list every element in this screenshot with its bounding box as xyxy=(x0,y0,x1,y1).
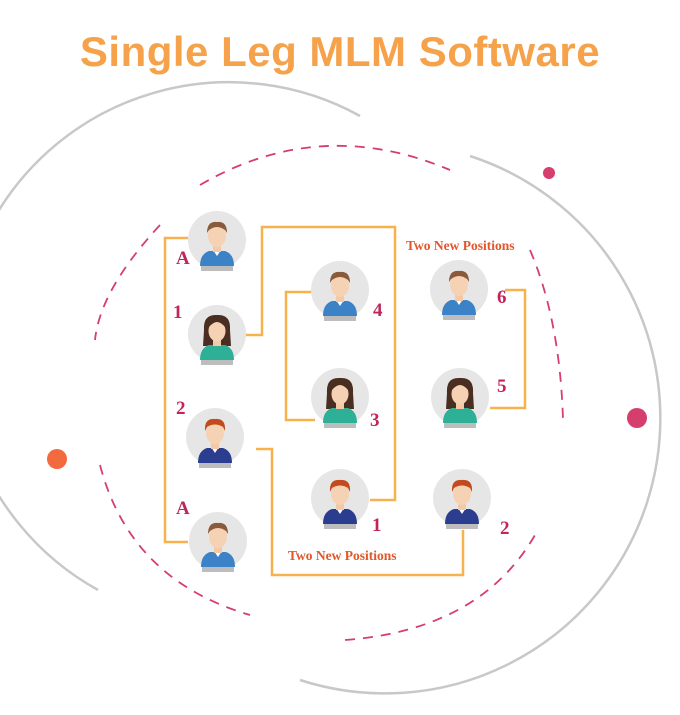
avatar-3-icon xyxy=(311,368,369,428)
dashed-ring-bottom-left-arc xyxy=(99,464,251,616)
avatar-4-icon xyxy=(311,261,369,321)
avatar-2-left-icon xyxy=(186,408,244,468)
label-2-left: 2 xyxy=(176,398,186,419)
avatar-5-icon xyxy=(431,368,489,428)
avatar-6-icon xyxy=(430,260,488,320)
label-1-mid: 1 xyxy=(372,515,382,536)
connector-lines xyxy=(163,225,527,577)
label-4: 4 xyxy=(373,300,383,321)
outer-ring-left-arc xyxy=(0,80,361,592)
label-5: 5 xyxy=(497,376,507,397)
label-2-right: 2 xyxy=(500,518,510,539)
dashed-ring-right-arc xyxy=(529,249,564,421)
connector-4-3 xyxy=(284,290,315,422)
label-a-bottom: A xyxy=(176,498,190,519)
avatar-a-top-icon xyxy=(188,211,246,271)
outer-ring-right-arc xyxy=(299,154,662,695)
dot-pink-small xyxy=(543,167,555,179)
connector-2-bottom xyxy=(256,447,465,577)
avatar-a-bottom-icon xyxy=(189,512,247,572)
connector-1-to-top xyxy=(243,225,397,502)
note-two-new-positions-bottom: Two New Positions xyxy=(288,548,397,563)
note-two-new-positions-top: Two New Positions xyxy=(406,238,515,253)
dashed-ring-bottom-right-arc xyxy=(344,534,536,641)
label-6: 6 xyxy=(497,287,507,308)
connector-left-bracket xyxy=(163,236,188,544)
dot-pink-large xyxy=(627,408,647,428)
page-title: Single Leg MLM Software xyxy=(79,28,601,75)
avatar-1-left-icon xyxy=(188,305,246,365)
label-3: 3 xyxy=(370,410,380,431)
avatar-1-mid-icon xyxy=(311,469,369,529)
dashed-ring-left-arc xyxy=(94,224,161,341)
connector-6-5 xyxy=(490,288,527,410)
dot-orange xyxy=(47,449,67,469)
label-1-left: 1 xyxy=(173,302,183,323)
dashed-ring-top-arc xyxy=(199,144,451,186)
label-a-top: A xyxy=(176,248,190,269)
avatar-2-right-icon xyxy=(433,469,491,529)
